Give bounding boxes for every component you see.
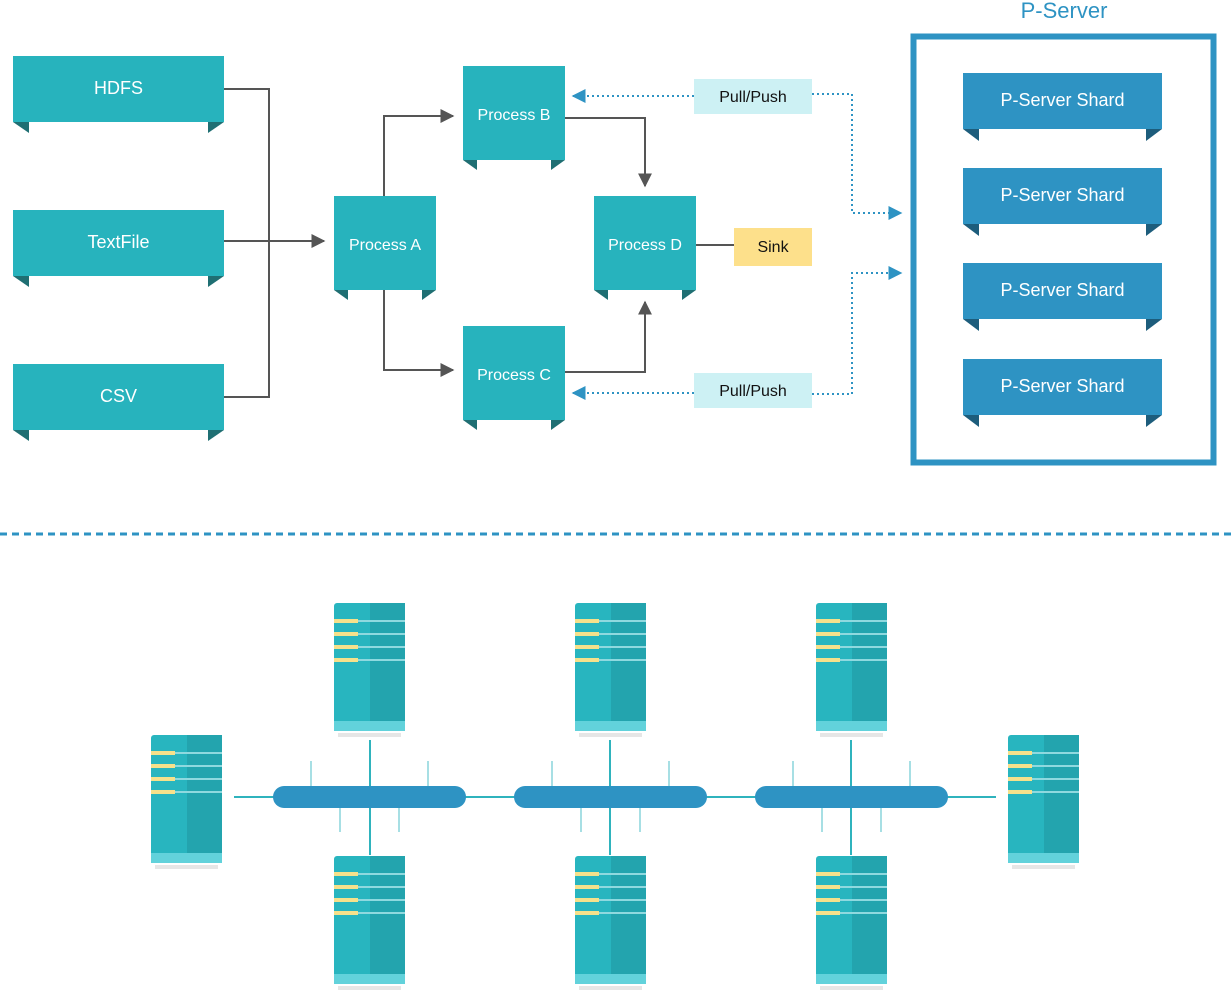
server-icon — [575, 856, 646, 990]
pull-push-connectors — [571, 89, 903, 400]
sink-box: Sink — [734, 228, 812, 266]
pserver-shard: P-Server Shard — [963, 168, 1162, 236]
pull-push-label: Pull/Push — [719, 383, 787, 400]
pserver-title: P-Server — [1021, 0, 1108, 23]
process-label: Process B — [478, 107, 551, 124]
source-label: CSV — [100, 386, 137, 406]
pserver-shard: P-Server Shard — [963, 263, 1162, 331]
server-icon — [816, 856, 887, 990]
pull-push-top: Pull/Push — [694, 79, 812, 114]
pserver-shard-label: P-Server Shard — [1000, 280, 1124, 300]
network-hub — [755, 786, 948, 808]
source-hdfs: HDFS — [13, 56, 224, 133]
source-textfile: TextFile — [13, 210, 224, 287]
network-hubs — [273, 786, 948, 808]
source-label: HDFS — [94, 78, 143, 98]
pserver-shard-label: P-Server Shard — [1000, 376, 1124, 396]
pserver-cluster: P-Server P-Server Shard P-Server Shard P… — [910, 0, 1217, 466]
process-label: Process A — [349, 237, 421, 254]
server-icon — [334, 603, 405, 737]
process-label: Process D — [608, 237, 682, 254]
sink-label: Sink — [757, 239, 789, 256]
server-icon — [575, 603, 646, 737]
network-hub — [273, 786, 466, 808]
process-a: Process A — [334, 196, 436, 300]
source-csv: CSV — [13, 364, 224, 441]
pull-push-label: Pull/Push — [719, 89, 787, 106]
pserver-shard: P-Server Shard — [963, 73, 1162, 141]
server-icon — [1008, 735, 1079, 869]
process-b: Process B — [463, 66, 565, 170]
pull-push-bottom: Pull/Push — [694, 373, 812, 408]
server-icon — [334, 856, 405, 990]
server-icon — [151, 735, 222, 869]
pserver-shard: P-Server Shard — [963, 359, 1162, 427]
process-connectors — [383, 109, 734, 377]
server-icon — [816, 603, 887, 737]
pserver-shard-label: P-Server Shard — [1000, 90, 1124, 110]
process-label: Process C — [477, 367, 551, 384]
process-c: Process C — [463, 326, 565, 430]
hub-ticks — [310, 761, 911, 832]
source-label: TextFile — [87, 232, 149, 252]
process-d: Process D — [594, 196, 696, 300]
source-connectors — [224, 88, 326, 398]
pserver-shard-label: P-Server Shard — [1000, 185, 1124, 205]
network-hub — [514, 786, 707, 808]
server-group — [151, 603, 1079, 990]
